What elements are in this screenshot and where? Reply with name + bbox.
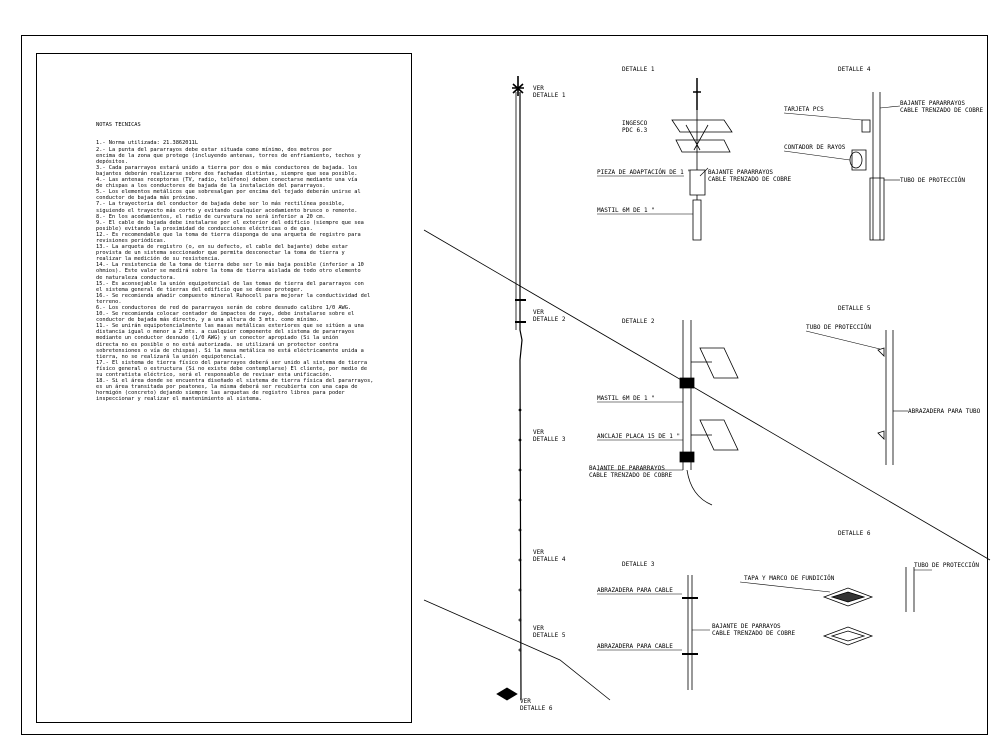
notes-line: mediante un conductor desnudo (1/0 AWG) … [96,335,339,342]
notes-line: realizar la medición de su resistencia. [96,256,221,263]
registry-box-icon [496,687,518,701]
leader-lines [597,105,932,651]
notes-line: 9.- El cable de bajada debe instalarse p… [96,219,364,226]
notes-line: 13.- La arqueta de registro (o, en su de… [96,244,348,251]
notes-title: NOTAS TECNICAS [96,122,141,129]
detail-5-title: DETALLE 5 [838,305,871,312]
detail-5-abrazadera-label: ABRAZADERA PARA TUBO [908,408,981,415]
notes-line: su contratista eléctrico, será el respon… [96,372,332,379]
notes-line: 11.- Se unirán equipotencialmente las ma… [96,323,364,330]
notes-line: distancia igual o menor a 2 mts. a cualq… [96,329,355,336]
notes-line: provista de un sistema seccionador que p… [96,250,345,257]
detail-4-title: DETALLE 4 [838,66,871,73]
detail-2-mastil-label: MASTIL 6M DE 1 " [597,395,655,402]
detail-2-title: DETALLE 2 [622,318,655,325]
detail-6-tapa-label: TAPA Y MARCO DE FUNDICIÓN [744,575,835,582]
notes-line: conductor de bajada más directo, y a una… [96,317,320,324]
detail-3-abrazadera-1-label: ABRAZADERA PARA CABLE [597,587,673,594]
mast-clamps [515,299,526,323]
notes-line: encima de la zona que protege (incluyend… [96,152,361,159]
notes-line: de naturaleza conductora. [96,274,176,281]
detail-4-contador-label: CONTADOR DE RAYOS [784,144,846,151]
notes-line: 7.- La trayectoria del conductor de baja… [96,201,345,208]
conductor-fasteners [518,408,522,652]
notes-line: 18.- Si el área donde se encuentra diseñ… [96,378,374,385]
notes-line: 12.- Es recomendable que la toma de tier… [96,231,361,238]
notes-line: físico general o estructura (Si no exist… [96,365,368,372]
detail-1-pieza-label: PIEZA DE ADAPTACIÓN DE 1 " [597,169,691,176]
notes-line: de chispas a los conductores de bajada d… [96,183,326,190]
notes-line: 6.- Los conductores de red de pararrayos… [96,305,352,311]
notes-line: 10.- Se recomienda colocar contador de i… [96,311,355,318]
notes-line: directa no es posible o no está autoriza… [96,341,339,348]
notes-line: es un área transitada por peatones, la m… [96,384,358,391]
notes-line: 3.- Cada pararrayos estará unido a tierr… [96,164,358,171]
detail-6-title: DETALLE 6 [838,530,871,537]
detail-4-tarjeta-label: TARJETA PCS [784,106,824,113]
roof-edge-line [423,229,991,561]
detail-1-mastil-label: MASTIL 6M DE 1 " [597,207,655,214]
notes-line: posible) evitando la proximidad de condu… [96,225,313,232]
detail-5-drawing [877,330,894,465]
drawing-frame [21,35,988,735]
notes-line: 14.- La resistencia de la toma de tierra… [96,262,364,269]
detail-6-drawing [822,567,915,646]
detail-2-anclaje-label: ANCLAJE PLACA 15 DE 1 " [597,433,681,440]
detail-4-tubo-label: TUBO DE PROTECCIÓN [900,177,966,184]
ground-edge-line [423,599,611,701]
notes-line: 15.- Es aconsejable la unión equipotenci… [96,280,364,287]
notes-line: siguiendo el trayecto más corto y evitan… [96,207,358,214]
notes-frame [36,53,412,723]
notes-line: 17.- El sistema de tierra físico del par… [96,359,368,366]
detail-4-drawing [849,92,885,241]
notes-line: 8.- En los acodamientos, el radio de cur… [96,213,326,220]
detail-3-drawing [682,575,698,690]
notes-line: 1.- Norma utilizada: 21.3862011L [96,140,199,147]
detail-3-abrazadera-2-label: ABRAZADERA PARA CABLE [597,643,673,650]
detail-5-tubo-label: TUBO DE PROTECCIÓN [806,324,872,331]
notes-line: tierra, no se realizará la unión equipot… [96,353,246,360]
notes-line: revisiones periódicas. [96,237,167,244]
notes-line: sobretensiones o vía de chispas). Si la … [96,347,364,354]
notes-line: depósitos. [96,158,128,165]
notes-line: bajantes deberán realizarse sobre dos fa… [96,170,358,177]
down-conductor [519,92,523,701]
notes-line: 4.- Las antenas receptoras (TV, radio, t… [96,177,358,184]
detail-1-drawing [671,78,733,241]
detail-2-drawing [679,320,739,506]
detail-3-title: DETALLE 3 [622,561,655,568]
notes-line: 2.- La punta del pararrayos debe estar s… [96,146,332,153]
air-terminal-icon [512,76,524,96]
notes-line: conductor de bajada más próximo. [96,195,199,202]
technical-notes: NOTAS TECNICAS 1.- Norma utilizada: 21.3… [96,110,396,409]
notes-line: ohmios). Este valor se medirá sobre la t… [96,268,361,275]
notes-line: 5.- Los elementos metálicos que sobresal… [96,189,361,196]
notes-line: el sistema general de tierras del edific… [96,286,304,293]
notes-line: hormigón (concreto) dejando siempre las … [96,390,345,397]
detail-6-tubo-label: TUBO DE PROTECCIÓN [914,562,980,569]
detail-1-title: DETALLE 1 [622,66,655,73]
notes-line: inspeccionar y realizar el mantenimiento… [96,396,262,403]
notes-line: 16.- Se recomienda añadir compuesto mine… [96,292,374,305]
